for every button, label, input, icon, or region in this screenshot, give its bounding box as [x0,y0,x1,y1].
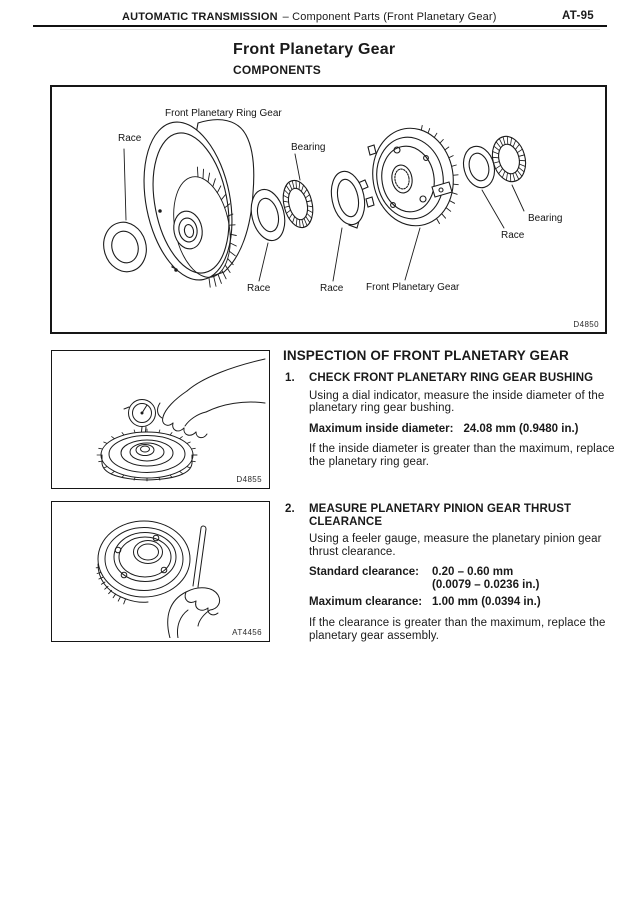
race-c-drawing [330,170,369,229]
spec-label: Maximum clearance: [309,595,423,608]
spec-label: Standard clearance: [309,566,419,578]
step-title: CHECK FRONT PLANETARY RING GEAR BUSHING [309,372,594,384]
bearing-a-drawing [282,179,314,229]
page-number: AT-95 [562,10,594,22]
label-bearing-right: Bearing [528,213,563,224]
label-planetary-gear: Front Planetary Gear [366,282,460,293]
planetary-gear-drawing [365,125,459,227]
page-header: AUTOMATIC TRANSMISSION – Component Parts … [122,11,497,23]
clearance-specs: Standard clearance: 0.20 – 0.60 mm (0.00… [309,566,607,608]
label-race-left: Race [118,133,142,144]
inspection-step-1: 1. CHECK FRONT PLANETARY RING GEAR BUSHI… [285,372,615,468]
spec-label: Maximum inside diameter: [309,422,454,435]
ring-gear-drawing [143,119,255,288]
step-title: MEASURE PLANETARY PINION GEAR THRUST CLE… [309,503,572,528]
step-note: If the clearance is greater than the max… [309,617,606,642]
step-instruction: Using a feeler gauge, measure the planet… [309,533,602,558]
components-heading: COMPONENTS [233,63,322,77]
spec-value: 0.20 – 0.60 mm (0.0079 – 0.0236 in.) [432,566,540,591]
header-section-title: AUTOMATIC TRANSMISSION [122,11,278,23]
figure-code: D4850 [573,320,599,329]
header-subsection: – Component Parts (Front Planetary Gear) [282,11,497,23]
planetary-gear-top-drawing [95,520,191,605]
label-bearing-left: Bearing [291,142,326,153]
race-b-drawing [250,188,286,242]
figure-dial-indicator-box: D4855 [51,350,270,489]
label-race-bottom-2: Race [320,283,344,294]
hand-drawing [157,358,266,439]
spec-value: 1.00 mm (0.0394 in.) [432,595,541,608]
figure-code: AT4456 [232,628,262,637]
bearing-b-drawing [491,135,527,183]
feeler-blade-drawing [192,525,207,588]
inspection-step-2: 2. MEASURE PLANETARY PINION GEAR THRUST … [285,503,607,642]
components-figure-box: Front Planetary Ring Gear Race Bearing R… [50,85,607,334]
label-race-right: Race [501,230,525,241]
spec-max-inside-diameter: Maximum inside diameter: 24.08 mm (0.9480… [309,423,607,436]
step-instruction: Using a dial indicator, measure the insi… [309,389,605,415]
inspection-section: INSPECTION OF FRONT PLANETARY GEAR 1. CH… [283,348,615,642]
figure-code: D4855 [236,475,262,484]
label-race-bottom-1: Race [247,283,271,294]
header-rule-scan-artifact [60,29,600,30]
figure-feeler-gauge-box: AT4456 [51,501,270,642]
race-a-drawing [103,221,147,273]
exploded-view-drawing [103,119,527,288]
spec-maximum-clearance: Maximum clearance: 1.00 mm (0.0394 in.) [309,596,607,609]
header-rule [33,25,607,27]
spec-value: 24.08 mm (0.9480 in.) [463,422,579,435]
feeler-gauge-drawing [95,520,221,638]
dial-gauge-drawing [123,399,156,446]
dial-indicator-drawing [96,358,266,482]
page-title: Front Planetary Gear [233,41,396,58]
drum-drawing [96,428,198,482]
label-ring-gear: Front Planetary Ring Gear [165,108,282,119]
step-number: 2. [285,503,295,515]
inspection-heading: INSPECTION OF FRONT PLANETARY GEAR [283,348,569,363]
hand-drawing [167,587,221,638]
step-note: If the inside diameter is greater than t… [309,443,615,468]
step-number: 1. [285,372,295,384]
spec-standard-clearance: Standard clearance: 0.20 – 0.60 mm (0.00… [309,566,607,591]
